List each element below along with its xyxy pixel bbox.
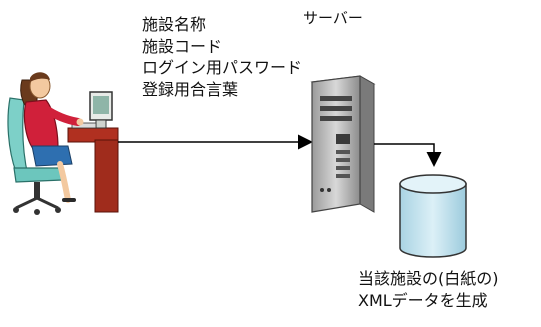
generate-arrow (374, 143, 442, 167)
field-facility-code: 施設コード (142, 36, 223, 56)
output-label: 当該施設の(白紙の) XMLデータを生成 (358, 268, 499, 312)
person-at-computer-icon (7, 72, 119, 215)
field-login-password: ログイン用パスワード (142, 58, 303, 77)
server-label: サーバー (303, 9, 363, 27)
database-cylinder-icon (399, 174, 467, 258)
field-facility-name: 施設名称 (142, 15, 207, 34)
output-label-line-2: XMLデータを生成 (358, 291, 488, 310)
output-label-line-1: 当該施設の(白紙の) (358, 269, 499, 288)
input-field-list: 施設名称 施設コード ログイン用パスワード 登録用合言葉 (142, 14, 302, 100)
field-registration-passphrase: 登録用合言葉 (142, 79, 239, 99)
tower-server-icon (310, 75, 376, 213)
